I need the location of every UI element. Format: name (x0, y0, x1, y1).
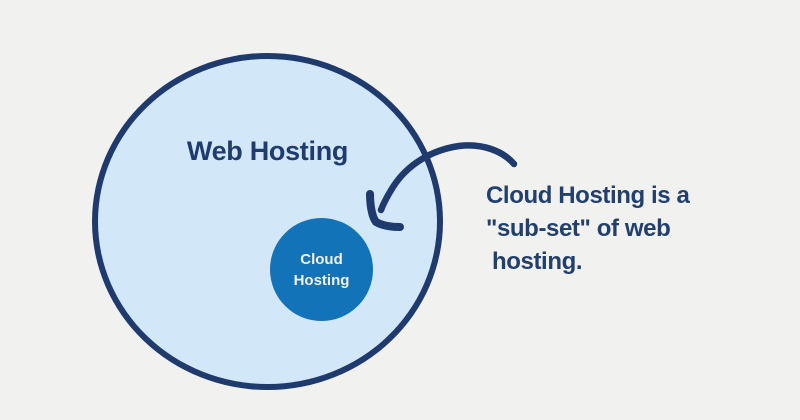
outer-circle-label: Web Hosting (186, 136, 349, 166)
inner-circle-label-line1: Cloud (300, 250, 343, 268)
annotation-line1: Cloud Hosting is a (486, 182, 690, 209)
annotation-line3: hosting. (492, 248, 583, 275)
venn-inner-circle: Cloud Hosting (270, 218, 373, 321)
inner-circle-label-line2: Hosting (293, 271, 350, 289)
venn-outer-circle (92, 53, 443, 390)
annotation-line2: "sub-set" of web (486, 215, 671, 242)
annotation-text: Cloud Hosting is a "sub-set" of web host… (486, 179, 690, 278)
